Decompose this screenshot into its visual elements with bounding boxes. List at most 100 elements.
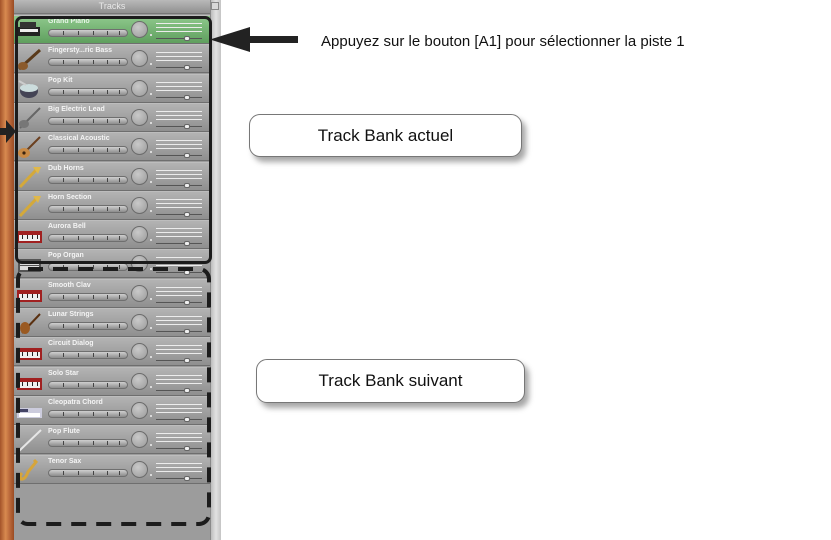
track-row[interactable]: Big Electric Lead <box>14 102 210 132</box>
volume-slider-thumb[interactable] <box>184 211 190 217</box>
track-name: Cleopatra Chord <box>48 398 103 406</box>
keyboard-icon <box>17 231 42 244</box>
track-controls[interactable] <box>48 116 128 125</box>
track-row[interactable]: Classical Acoustic <box>14 132 210 162</box>
track-controls[interactable] <box>48 263 128 272</box>
scroll-up-button[interactable] <box>211 2 219 10</box>
track-controls[interactable] <box>48 322 128 330</box>
pan-knob[interactable] <box>131 79 148 97</box>
keyboard-icon <box>17 348 42 361</box>
volume-slider-thumb[interactable] <box>184 387 190 393</box>
track-controls[interactable] <box>48 380 128 389</box>
track-controls[interactable] <box>48 58 128 67</box>
pan-knob[interactable] <box>131 401 148 419</box>
level-meter <box>156 411 202 413</box>
volume-slider-thumb[interactable] <box>184 270 190 276</box>
level-meter <box>156 353 202 355</box>
pan-knob[interactable] <box>131 372 148 390</box>
level-meter <box>156 345 202 347</box>
volume-slider-track <box>156 477 202 479</box>
pan-knob[interactable] <box>131 108 148 126</box>
volume-slider-track <box>156 272 202 274</box>
volume-slider-thumb[interactable] <box>184 416 190 422</box>
pan-knob[interactable] <box>131 460 148 478</box>
track-row[interactable]: Pop Kit <box>14 73 210 103</box>
volume-slider-thumb[interactable] <box>184 329 190 334</box>
pan-knob[interactable] <box>131 226 148 244</box>
level-meter <box>156 286 202 288</box>
horn-icon <box>18 195 41 217</box>
track-row[interactable]: Dub Horns <box>14 161 210 191</box>
track-controls[interactable] <box>48 204 128 213</box>
level-meter <box>156 441 202 443</box>
volume-slider-thumb[interactable] <box>184 36 190 41</box>
track-controls[interactable] <box>48 87 128 96</box>
level-meter <box>156 290 202 292</box>
current-bank-outline <box>15 16 212 264</box>
level-meter <box>156 378 202 380</box>
volume-slider-thumb[interactable] <box>184 299 190 305</box>
volume-slider-thumb[interactable] <box>184 241 190 247</box>
volume-slider-track <box>156 125 202 127</box>
pan-indicator <box>150 34 152 36</box>
track-controls[interactable] <box>48 292 128 301</box>
track-controls[interactable] <box>48 146 128 155</box>
pan-indicator <box>150 473 152 476</box>
pan-knob[interactable] <box>131 431 148 449</box>
volume-slider-thumb[interactable] <box>184 153 190 159</box>
level-meter <box>156 169 202 171</box>
track-row[interactable]: Tenor Sax <box>14 454 210 484</box>
track-row[interactable]: Smooth Clav <box>14 278 210 308</box>
track-row[interactable]: Circuit Dialog <box>14 337 210 367</box>
pan-indicator <box>150 180 152 183</box>
volume-slider-thumb[interactable] <box>184 94 190 100</box>
volume-slider-thumb[interactable] <box>184 358 190 364</box>
pan-indicator <box>150 121 152 124</box>
track-controls[interactable] <box>48 234 128 243</box>
volume-slider-thumb[interactable] <box>184 446 190 452</box>
volume-slider-track <box>156 155 202 157</box>
pan-knob[interactable] <box>131 21 148 38</box>
level-meter <box>156 433 202 435</box>
wood-side-panel <box>0 0 14 540</box>
track-controls[interactable] <box>48 351 128 360</box>
level-meter <box>156 403 202 405</box>
volume-slider-thumb[interactable] <box>184 65 190 71</box>
level-meter <box>156 462 202 464</box>
next-bank-callout: Track Bank suivant <box>256 359 525 403</box>
track-name: Circuit Dialog <box>48 340 94 348</box>
pan-knob[interactable] <box>131 284 148 302</box>
volume-slider-track <box>156 67 202 69</box>
track-row[interactable]: Cleopatra Chord <box>14 395 210 425</box>
pan-knob[interactable] <box>131 50 148 68</box>
volume-slider-thumb[interactable] <box>184 123 190 129</box>
track-row[interactable]: Aurora Bell <box>14 220 210 250</box>
level-meter <box>156 257 202 259</box>
next-bank-label: Track Bank suivant <box>318 371 463 390</box>
track-row[interactable]: Grand Piano <box>14 15 210 44</box>
pan-knob[interactable] <box>131 196 148 214</box>
level-meter <box>156 232 202 234</box>
pan-knob[interactable] <box>131 167 148 185</box>
track-row[interactable]: Pop Flute <box>14 425 210 455</box>
track-controls[interactable] <box>48 439 128 448</box>
track-row[interactable]: Fingersty...ric Bass <box>14 44 210 74</box>
track-controls[interactable] <box>48 468 128 477</box>
volume-slider-thumb[interactable] <box>184 182 190 188</box>
current-bank-label: Track Bank actuel <box>317 126 454 145</box>
track-controls[interactable] <box>48 29 128 37</box>
level-meter <box>156 407 202 409</box>
track-controls[interactable] <box>48 175 128 184</box>
volume-slider-track <box>156 38 202 39</box>
pan-knob[interactable] <box>131 314 148 331</box>
track-row[interactable]: Solo Star <box>14 366 210 396</box>
track-name: Solo Star <box>48 369 79 377</box>
track-controls[interactable] <box>48 409 128 418</box>
volume-slider-thumb[interactable] <box>184 475 190 481</box>
volume-slider-track <box>156 360 202 362</box>
track-row[interactable]: Horn Section <box>14 190 210 220</box>
level-meter <box>156 140 202 142</box>
track-row[interactable]: Lunar Strings <box>14 308 210 337</box>
pan-knob[interactable] <box>131 343 148 361</box>
pan-knob[interactable] <box>131 138 148 156</box>
